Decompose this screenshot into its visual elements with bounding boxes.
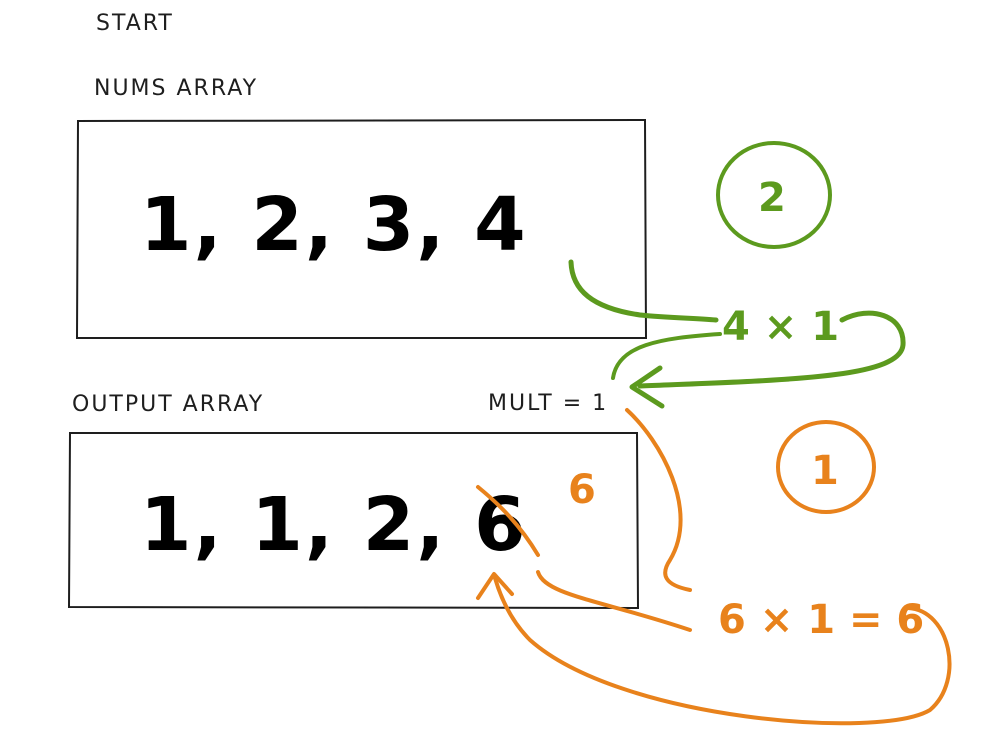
nums-array-label: NUMS ARRAY (94, 76, 258, 101)
green-calculation: 4 × 1 (722, 304, 839, 350)
green-arrow-in-echo (623, 310, 714, 321)
green-mult-hook (611, 332, 722, 380)
orange-mult-link (625, 408, 692, 592)
start-label: START (96, 11, 174, 36)
nums-array-box (75, 118, 648, 339)
orange-six-link (536, 570, 692, 632)
strike-through (476, 485, 540, 557)
green-arrow-out (637, 310, 906, 389)
step-two-number: 2 (758, 175, 786, 221)
step-one-number: 1 (811, 448, 839, 494)
step-one-circle (776, 420, 876, 514)
output-array-label: OUTPUT ARRAY (72, 392, 264, 417)
mult-label: MULT = 1 (488, 391, 608, 416)
nums-array-values: 1, 2, 3, 4 (140, 182, 528, 268)
corrected-value: 6 (568, 467, 596, 513)
output-array-values: 1, 1, 2, 6 (140, 482, 528, 568)
orange-arrow-back (493, 576, 952, 726)
output-array-box (67, 432, 640, 610)
green-arrow-in (568, 259, 719, 323)
step-two-circle (716, 141, 832, 249)
green-arrowhead (629, 365, 665, 409)
orange-arrowhead (476, 572, 514, 600)
orange-calculation: 6 × 1 = 6 (718, 597, 924, 643)
